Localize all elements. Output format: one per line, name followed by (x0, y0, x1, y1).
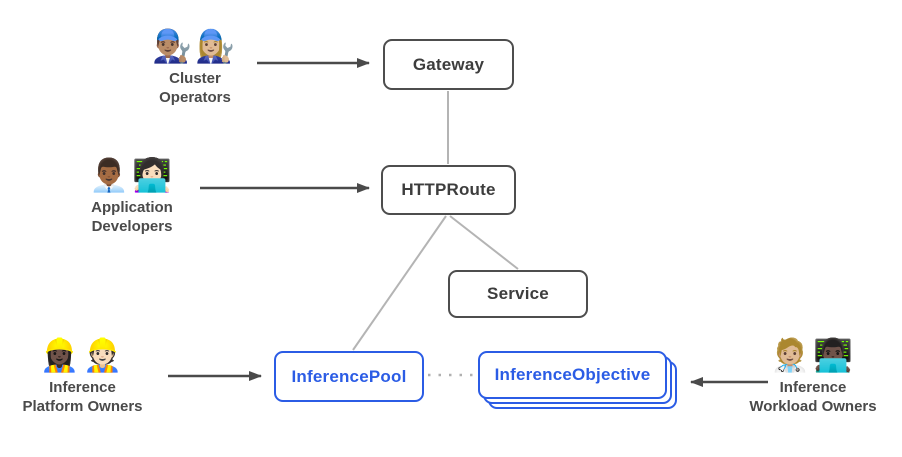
platform-owners-label-line1: Inference (49, 379, 116, 396)
box-inferencepool: InferencePool (274, 351, 424, 402)
workload-owners-people-icon: 🧑🏼‍⚕️👨🏿‍💻 (770, 337, 856, 373)
workload-owners-label-line2: Workload Owners (749, 398, 877, 415)
application-developers-technologists-icon: 👨🏾‍💼👩🏻‍💻 (89, 157, 175, 193)
box-inferenceobjective-label: InferenceObjective (494, 365, 651, 384)
actor-inference-platform-owners: 👷🏿‍♀️👷🏻 Inference Platform Owners (5, 335, 160, 416)
platform-owners-construction-workers-icon: 👷🏿‍♀️👷🏻 (39, 337, 126, 373)
cluster-operators-mechanics-icon: 👨🏽‍🔧👩🏼‍🔧 (152, 28, 238, 64)
box-inferencepool-label: InferencePool (291, 366, 407, 386)
actor-cluster-operators: 👨🏽‍🔧👩🏼‍🔧 Cluster Operators (115, 26, 275, 107)
cluster-operators-label-line2: Operators (159, 89, 231, 106)
edge-httproute-service (449, 215, 519, 270)
platform-owners-label-line2: Platform Owners (22, 398, 143, 415)
box-inferenceobjective: InferenceObjective (478, 351, 667, 399)
actor-inference-workload-owners: 🧑🏼‍⚕️👨🏿‍💻 Inference Workload Owners (733, 335, 893, 416)
application-developers-label-line2: Developers (91, 218, 173, 235)
cluster-operators-label-line1: Cluster (169, 70, 221, 87)
workload-owners-label-line1: Inference (779, 379, 847, 396)
actor-application-developers: 👨🏾‍💼👩🏻‍💻 Application Developers (52, 155, 212, 236)
edge-httproute-inferencepool (352, 215, 447, 351)
box-service-label: Service (487, 284, 549, 303)
application-developers-label-line1: Application (91, 199, 173, 216)
box-gateway: Gateway (383, 39, 514, 90)
box-service: Service (448, 270, 588, 318)
box-httproute: HTTPRoute (381, 165, 516, 215)
box-httproute-label: HTTPRoute (401, 180, 496, 199)
box-gateway-label: Gateway (412, 54, 485, 74)
